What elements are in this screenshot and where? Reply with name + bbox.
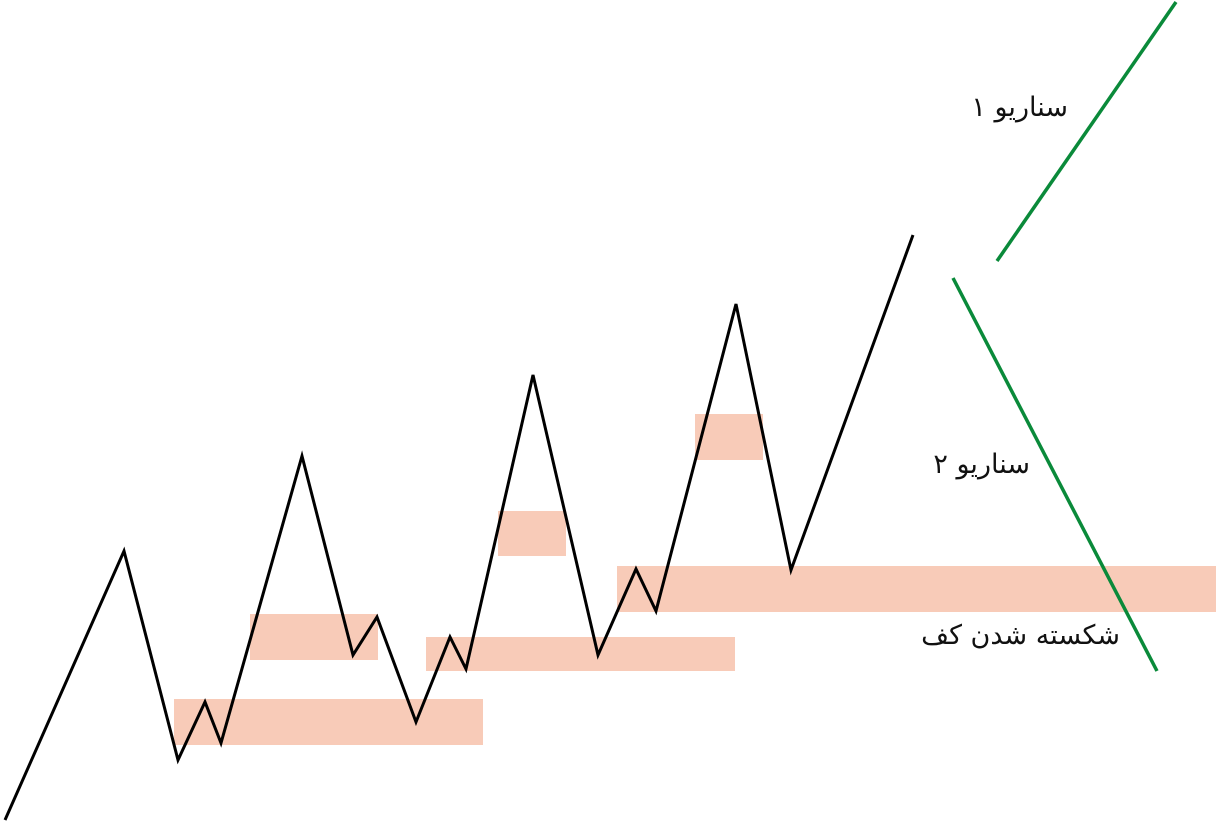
scenario-1-label: سناریو ۱	[971, 92, 1068, 123]
price-path	[3, 234, 915, 821]
zone-4	[498, 511, 566, 556]
zone-2	[250, 614, 378, 660]
zone-5	[617, 566, 1216, 612]
scenario-2-label: سناریو ۲	[933, 449, 1030, 480]
floor-break-label: شکسته شدن کف	[921, 620, 1120, 651]
zone-group	[174, 414, 1216, 745]
zone-3	[426, 637, 735, 671]
scenario-1-line	[995, 1, 1178, 262]
scenario-2-line	[951, 277, 1159, 672]
